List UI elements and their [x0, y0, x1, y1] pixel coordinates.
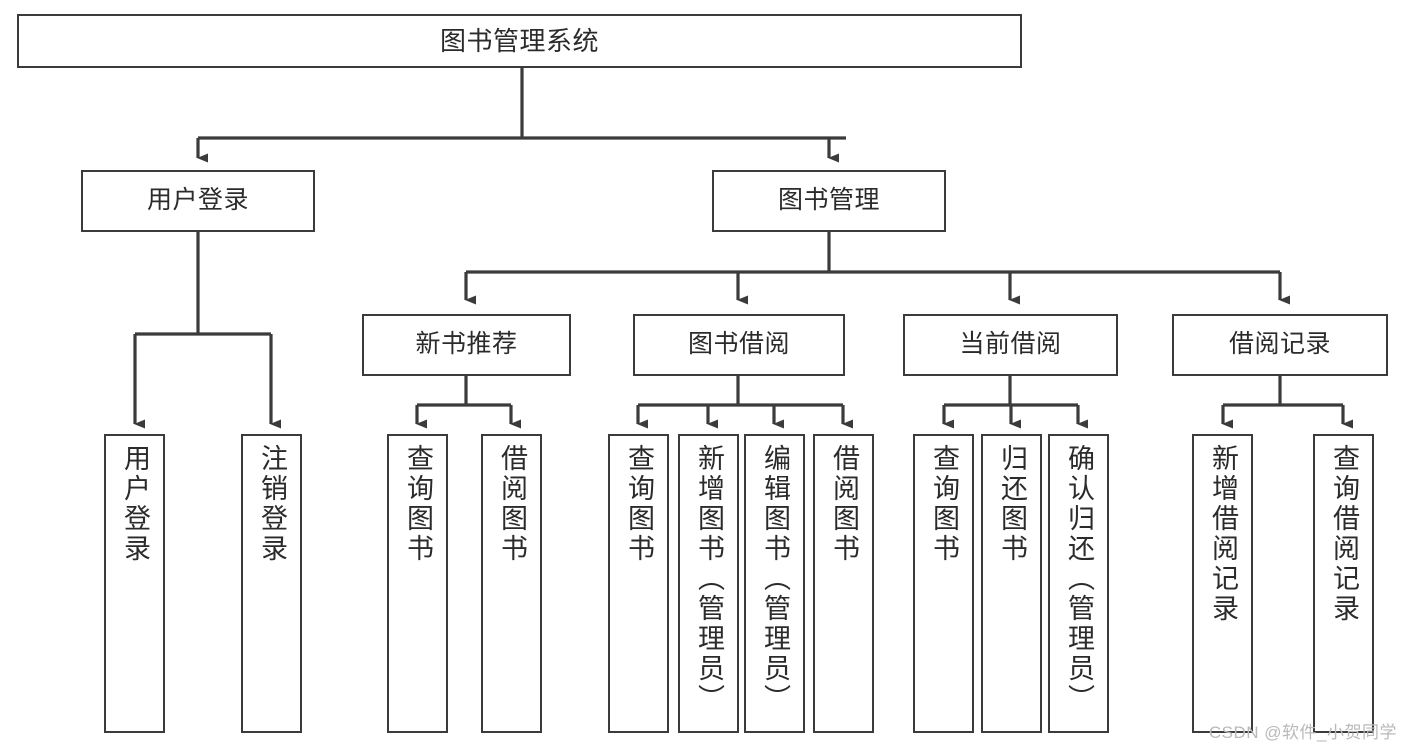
node-new-book-recommend[interactable]: 新书推荐	[362, 314, 571, 376]
leaf-return-book[interactable]: 归还图书	[981, 434, 1042, 733]
leaf-edit-book-admin[interactable]: 编辑图书（管理员）	[744, 434, 805, 733]
node-label: 图书管理	[777, 186, 880, 215]
leaf-add-book-admin[interactable]: 新增图书（管理员）	[678, 434, 739, 733]
node-label: 查询图书	[929, 444, 959, 564]
node-label: 归还图书	[997, 444, 1027, 564]
leaf-query-borrow-record[interactable]: 查询借阅记录	[1313, 434, 1374, 733]
edges-book-mgmt-to-level3	[464, 232, 1290, 305]
node-label: 借阅图书	[497, 444, 527, 564]
leaf-query-book-recommend[interactable]: 查询图书	[387, 434, 448, 733]
node-label: 图书管理系统	[439, 25, 599, 56]
node-label: 新书推荐	[415, 330, 518, 359]
node-label: 借阅记录	[1228, 330, 1331, 359]
leaf-query-book-current[interactable]: 查询图书	[913, 434, 974, 733]
edges-borrow-records-to-leaves	[1221, 376, 1353, 429]
node-label: 注销登录	[257, 444, 287, 564]
leaf-borrow-book[interactable]: 借阅图书	[813, 434, 874, 733]
watermark: CSDN @软件_小贺同学	[1208, 723, 1397, 742]
edges-user-login-to-leaves	[133, 232, 281, 429]
node-root-book-management-system[interactable]: 图书管理系统	[17, 14, 1022, 68]
node-label: 编辑图书（管理员）	[760, 444, 790, 714]
node-user-login[interactable]: 用户登录	[81, 170, 315, 232]
node-label: 新增图书（管理员）	[694, 444, 724, 714]
node-label: 查询图书	[403, 444, 433, 564]
node-borrow-records[interactable]: 借阅记录	[1172, 314, 1388, 376]
leaf-add-borrow-record[interactable]: 新增借阅记录	[1192, 434, 1253, 733]
node-label: 当前借阅	[959, 330, 1062, 359]
edges-book-borrow-to-leaves	[636, 376, 853, 429]
edges-new-book-to-leaves	[415, 376, 521, 429]
node-label: 借阅图书	[829, 444, 859, 564]
edges-current-borrow-to-leaves	[942, 376, 1088, 429]
leaf-user-login[interactable]: 用户登录	[104, 434, 165, 733]
node-label: 用户登录	[120, 444, 150, 564]
node-current-borrow[interactable]: 当前借阅	[903, 314, 1118, 376]
leaf-query-book-borrow[interactable]: 查询图书	[608, 434, 669, 733]
node-label: 新增借阅记录	[1208, 444, 1238, 624]
node-label: 用户登录	[146, 186, 249, 215]
node-label: 查询借阅记录	[1329, 444, 1359, 624]
node-label: 确认归还（管理员）	[1064, 444, 1094, 714]
node-label: 图书借阅	[687, 330, 790, 359]
leaf-confirm-return-admin[interactable]: 确认归还（管理员）	[1048, 434, 1109, 733]
node-book-management[interactable]: 图书管理	[712, 170, 946, 232]
edges-root-to-level2	[196, 68, 846, 163]
node-label: 查询图书	[624, 444, 654, 564]
leaf-borrow-book-recommend[interactable]: 借阅图书	[481, 434, 542, 733]
node-book-borrow[interactable]: 图书借阅	[633, 314, 845, 376]
leaf-logout[interactable]: 注销登录	[241, 434, 302, 733]
